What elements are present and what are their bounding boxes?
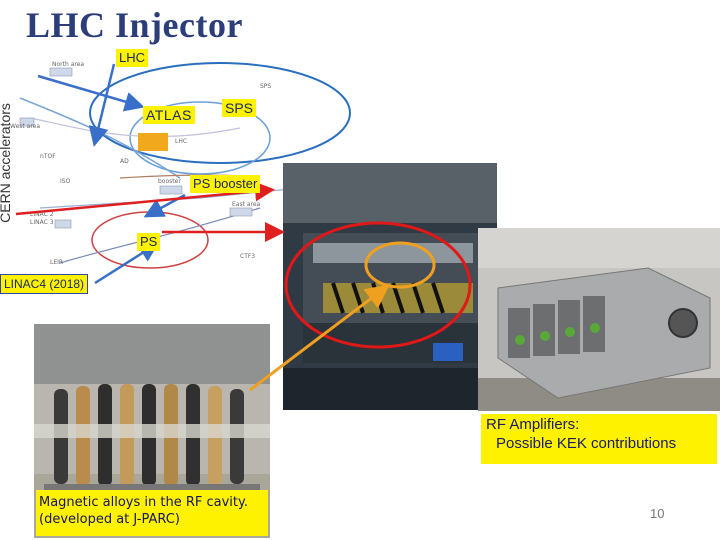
- svg-text:AD: AD: [120, 158, 129, 165]
- svg-text:North area: North area: [52, 61, 84, 68]
- rf-amplifiers-caption: RF Amplifiers: Possible KEK contribution…: [481, 414, 717, 464]
- label-ps: PS: [137, 233, 161, 251]
- rf-amplifiers-photo: [478, 228, 720, 411]
- slide-title: LHC Injector: [26, 5, 243, 45]
- svg-text:LINAC 3: LINAC 3: [30, 219, 54, 226]
- svg-text:nTOF: nTOF: [40, 153, 56, 160]
- svg-text:East area: East area: [232, 201, 261, 208]
- label-sps: SPS: [222, 99, 257, 117]
- rf-cavity-photo: [283, 163, 497, 410]
- rf-caption-line1: RF Amplifiers:: [486, 416, 580, 433]
- page-number: 10: [650, 506, 665, 521]
- svg-text:CTF3: CTF3: [240, 253, 255, 260]
- svg-text:LHC: LHC: [175, 138, 187, 145]
- sps-ring: [129, 101, 271, 175]
- label-ps-booster: PS booster: [190, 175, 261, 193]
- rf-caption-line2: Possible KEK contributions: [496, 435, 677, 452]
- label-lhc: LHC: [116, 49, 149, 67]
- label-atlas: ATLAS: [143, 106, 195, 124]
- svg-text:LEIR: LEIR: [50, 259, 63, 266]
- svg-text:West area: West area: [10, 123, 40, 130]
- svg-text:SPS: SPS: [260, 83, 271, 90]
- svg-text:ISO: ISO: [60, 178, 71, 185]
- magnetic-alloy-caption: Magnetic alloys in the RF cavity. (devel…: [36, 490, 268, 536]
- svg-text:LINAC 2: LINAC 2: [30, 211, 54, 218]
- magnetic-caption-line1: Magnetic alloys in the RF cavity.: [39, 495, 248, 510]
- svg-text:booster: booster: [158, 178, 181, 185]
- label-linac4: LINAC4 (2018): [0, 274, 89, 294]
- magnetic-caption-line2: (developed at J-PARC): [39, 512, 180, 527]
- lhc-ring: [89, 62, 351, 164]
- cern-accelerators-label: CERN accelerators: [0, 103, 13, 223]
